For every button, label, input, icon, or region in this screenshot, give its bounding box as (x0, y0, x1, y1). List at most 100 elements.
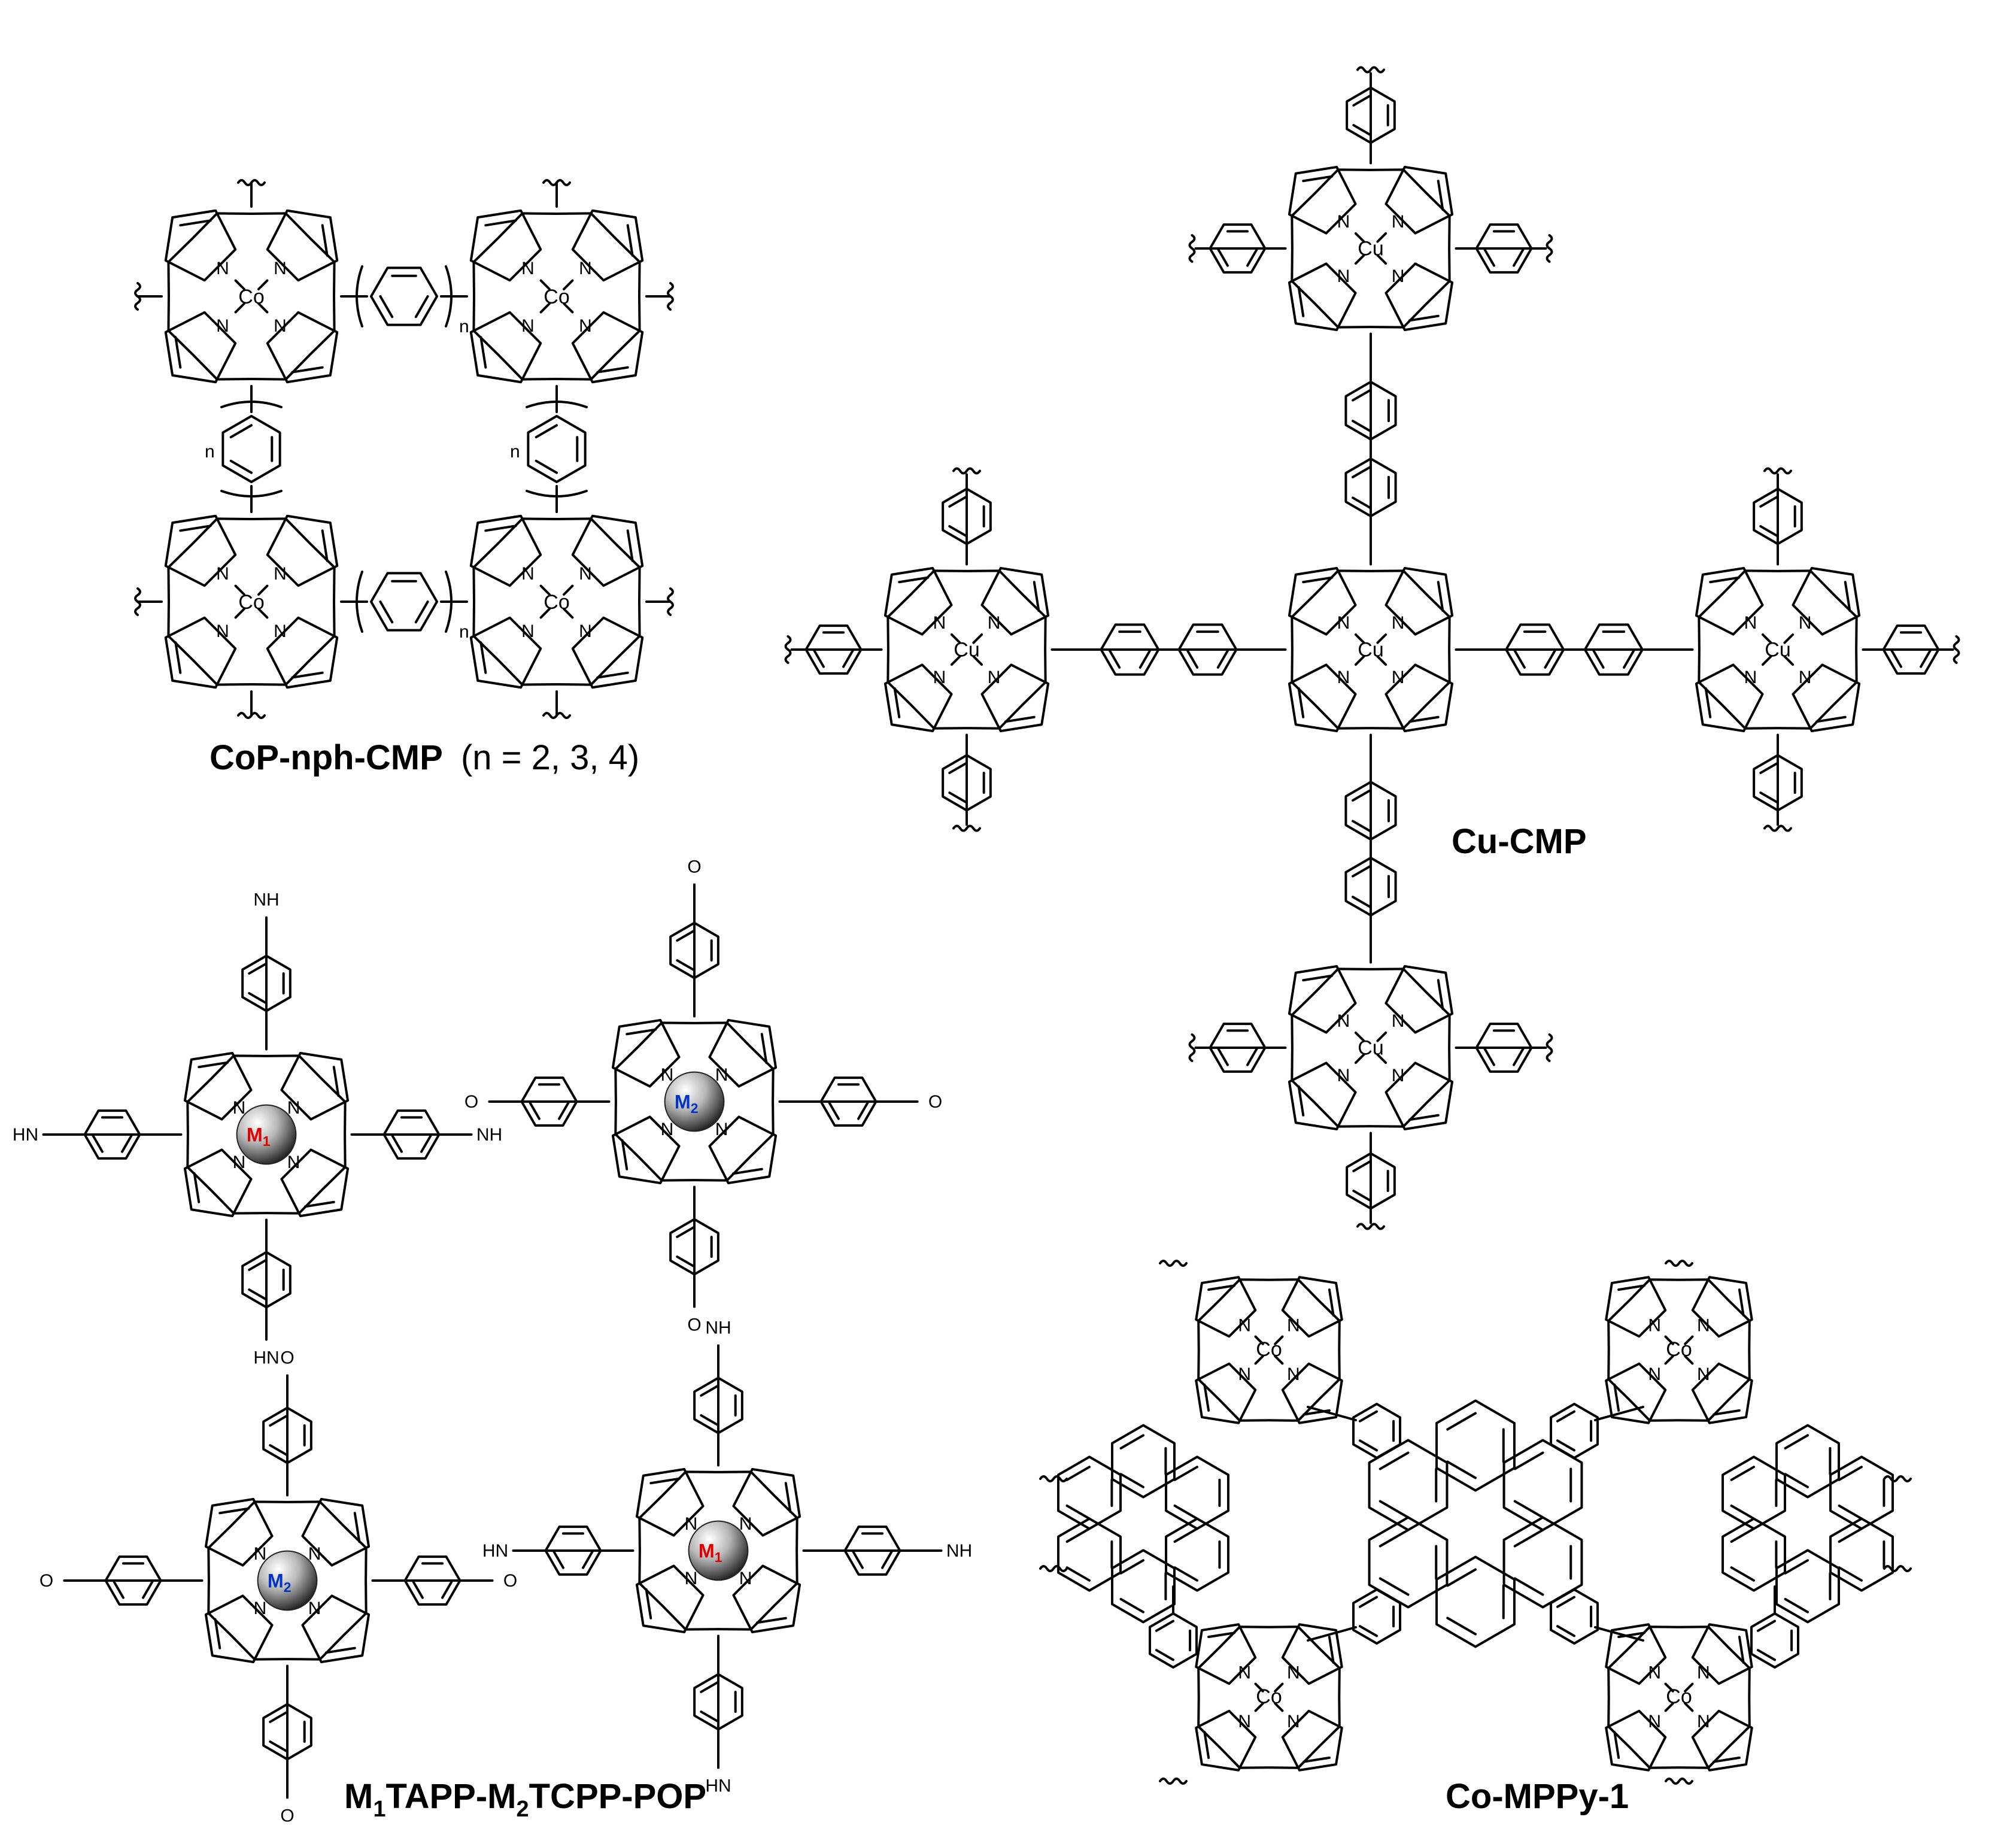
pyrene-ring (1502, 1516, 1583, 1609)
nitrogen-atom-label: N (1799, 668, 1812, 687)
pyrrole-double-bond (321, 224, 329, 257)
ring-outline (262, 1406, 312, 1464)
ring-double-bond (1352, 389, 1372, 402)
continuation-bond (667, 282, 674, 311)
ring-double-bond (1556, 1410, 1575, 1423)
ring-outline (1346, 1152, 1396, 1210)
pyrrole-ring (183, 1051, 253, 1121)
pyrrole-ring (1195, 1362, 1257, 1424)
pyrrole-ring (1691, 1709, 1753, 1772)
pyrrole-ring (980, 566, 1050, 636)
ring-outline (1177, 623, 1238, 676)
pyrrole-double-bond (321, 529, 329, 562)
ring-outline (1550, 1403, 1599, 1459)
pyrrole-ring (1695, 663, 1764, 733)
ring-double-bond (676, 929, 696, 942)
pyrene-ring (1775, 1549, 1840, 1624)
ring-double-bond (1890, 648, 1902, 668)
pyrrole-ring (301, 1497, 371, 1567)
ring-outline (1475, 223, 1533, 274)
pyrrole-double-bond (353, 1512, 361, 1543)
nitrogen-atom-label: N (1287, 1364, 1300, 1384)
spacer-bond (1307, 1406, 1357, 1421)
nitrogen-atom-label: N (1238, 1663, 1251, 1683)
pyrrole-double-bond (332, 1066, 340, 1097)
pyrrole-ring (266, 616, 339, 689)
pyrrole-double-bond (479, 336, 487, 369)
ring-outline (1344, 781, 1397, 841)
pyrrole-double-bond (1844, 581, 1851, 612)
ring-outline (1344, 856, 1397, 917)
ring-double-bond (1483, 247, 1495, 267)
ring-double-bond (229, 459, 253, 474)
ring-double-bond (1784, 1473, 1809, 1488)
ring-double-bond (558, 1100, 570, 1120)
ring-outline (221, 415, 281, 483)
metal-center-label: M2 (268, 1570, 292, 1595)
pyrrole-double-bond (893, 687, 901, 718)
ring-double-bond (1379, 1500, 1410, 1519)
ring-outline (942, 754, 992, 812)
pyrrole-double-bond (1297, 1085, 1305, 1117)
ring-double-bond (1352, 420, 1372, 433)
pyrrole-ring (1691, 1623, 1753, 1685)
pyrrole-double-bond (898, 576, 930, 584)
pyrrole-ring (635, 1564, 705, 1634)
biphenyl-ring (1344, 457, 1397, 518)
continuation-bond (1665, 1778, 1693, 1785)
nitrogen-atom-label: N (988, 613, 1001, 633)
ring-double-bond (1446, 1616, 1477, 1636)
ring-outline (1583, 623, 1644, 676)
coordination-bond (1761, 633, 1772, 644)
amide-nh-label: NH (476, 1125, 502, 1145)
nitrogen-atom-label: N (1697, 1712, 1710, 1731)
coordination-bond (257, 279, 269, 290)
continuation-bond (1039, 1565, 1068, 1572)
nitrogen-atom-label: N (1238, 1712, 1251, 1731)
nitrogen-atom-label: N (988, 668, 1001, 687)
pyrrole-double-bond (596, 671, 629, 679)
biphenyl-ring (1505, 623, 1565, 676)
metal-center-label: Cu (1358, 638, 1383, 661)
phenylene-bridge (221, 415, 281, 483)
terminal-phenyl-ring (1209, 223, 1267, 274)
pyrene-ring (1722, 1455, 1786, 1530)
ring-double-bond (1759, 495, 1779, 508)
ring-double-bond (1730, 1466, 1755, 1481)
ring-double-bond (1838, 1505, 1863, 1520)
metal-center-label: Co (1666, 1338, 1692, 1361)
phenylene-bridge (370, 572, 438, 632)
nitrogen-atom-label: N (254, 1544, 267, 1564)
continuation-bond (1159, 1778, 1188, 1785)
biphenyl-ring (1344, 781, 1397, 841)
repeat-bracket-left (356, 265, 363, 327)
coordination-bond (1376, 1053, 1387, 1064)
ring-double-bond (1352, 1190, 1372, 1202)
pyrrole-double-bond (1617, 1631, 1645, 1639)
ring-outline (241, 1251, 292, 1309)
ring-outline (942, 487, 992, 545)
caption-m1tapp-m2tcpp-pop: M1TAPP-M2TCPP-POP (344, 1777, 706, 1822)
coordination-bond (1664, 1702, 1674, 1712)
pyrene-core-left (1057, 1424, 1229, 1624)
nitrogen-atom-label: N (1697, 1663, 1710, 1683)
coordination-bond (950, 633, 961, 644)
pyrrole-double-bond (621, 1139, 629, 1170)
ring-outline (1352, 1403, 1401, 1459)
ring-outline (1352, 1588, 1401, 1645)
pyrrole-ring (611, 1018, 681, 1088)
ring-double-bond (1065, 1466, 1091, 1481)
ring-double-bond (1483, 1047, 1495, 1066)
nitrogen-atom-label: N (579, 621, 592, 641)
ring-double-bond (948, 791, 968, 804)
pyrrole-double-bond (303, 1200, 335, 1208)
repeat-count-label: n (459, 622, 469, 642)
pyrrole-ring (732, 1467, 801, 1537)
ring-double-bond (1358, 1410, 1378, 1423)
pyrrole-ring (1288, 663, 1357, 733)
ring-double-bond (1759, 525, 1779, 538)
pyrrole-double-bond (755, 1616, 787, 1624)
